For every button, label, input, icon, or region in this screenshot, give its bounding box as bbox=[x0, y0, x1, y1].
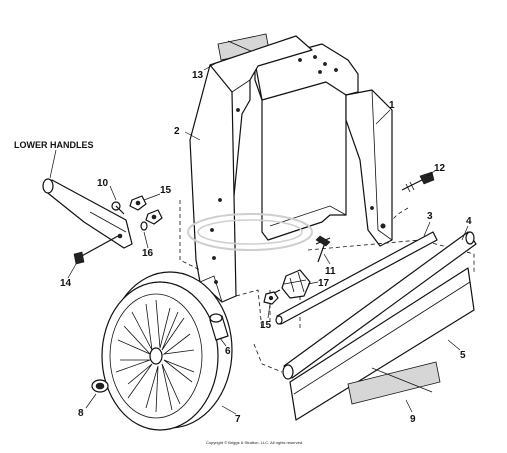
tube-4 bbox=[282, 231, 477, 380]
callout-3: 3 bbox=[427, 211, 433, 222]
bushing-6 bbox=[209, 313, 229, 341]
callout-2: 2 bbox=[174, 126, 180, 137]
washer-16 bbox=[140, 221, 148, 231]
bolt-12 bbox=[401, 171, 435, 193]
callout-16: 16 bbox=[142, 248, 154, 259]
cover-5 bbox=[289, 267, 475, 421]
callout-13: 13 bbox=[192, 70, 204, 81]
bolt-14 bbox=[73, 235, 119, 265]
lower-handle bbox=[42, 178, 133, 249]
callout-14: 14 bbox=[60, 278, 72, 289]
callout-6: 6 bbox=[225, 346, 231, 357]
nut-15-upper bbox=[129, 195, 163, 225]
hub-cap-8 bbox=[91, 379, 109, 393]
watermark-emblem bbox=[187, 213, 313, 251]
frame-plate-right bbox=[254, 43, 359, 241]
bolt-10 bbox=[111, 201, 125, 215]
decal-9 bbox=[347, 361, 441, 405]
callout-8: 8 bbox=[78, 408, 84, 419]
callout-15-lower: 15 bbox=[260, 320, 272, 331]
lower-handles-caption: LOWER HANDLES bbox=[14, 140, 94, 150]
callout-17: 17 bbox=[318, 278, 330, 289]
callout-4: 4 bbox=[466, 216, 472, 227]
bolt-11 bbox=[315, 235, 331, 263]
callout-10: 10 bbox=[97, 178, 109, 189]
rod-3 bbox=[275, 231, 438, 325]
callout-5: 5 bbox=[460, 350, 466, 361]
knob-17 bbox=[267, 269, 311, 299]
callout-7: 7 bbox=[235, 414, 241, 425]
callout-1: 1 bbox=[389, 100, 395, 111]
callout-9: 9 bbox=[410, 414, 416, 425]
leader-lines bbox=[49, 61, 469, 415]
callout-11: 11 bbox=[325, 266, 336, 277]
callout-15-upper: 15 bbox=[160, 185, 172, 196]
copyright-notice: Copyright © Briggs & Stratton, LLC. All … bbox=[206, 440, 303, 445]
frame-plate-left bbox=[189, 35, 313, 303]
wheel-7 bbox=[101, 271, 233, 431]
frame-leg-right bbox=[345, 89, 393, 247]
nut-15-lower bbox=[263, 291, 279, 305]
callout-12: 12 bbox=[434, 163, 446, 174]
